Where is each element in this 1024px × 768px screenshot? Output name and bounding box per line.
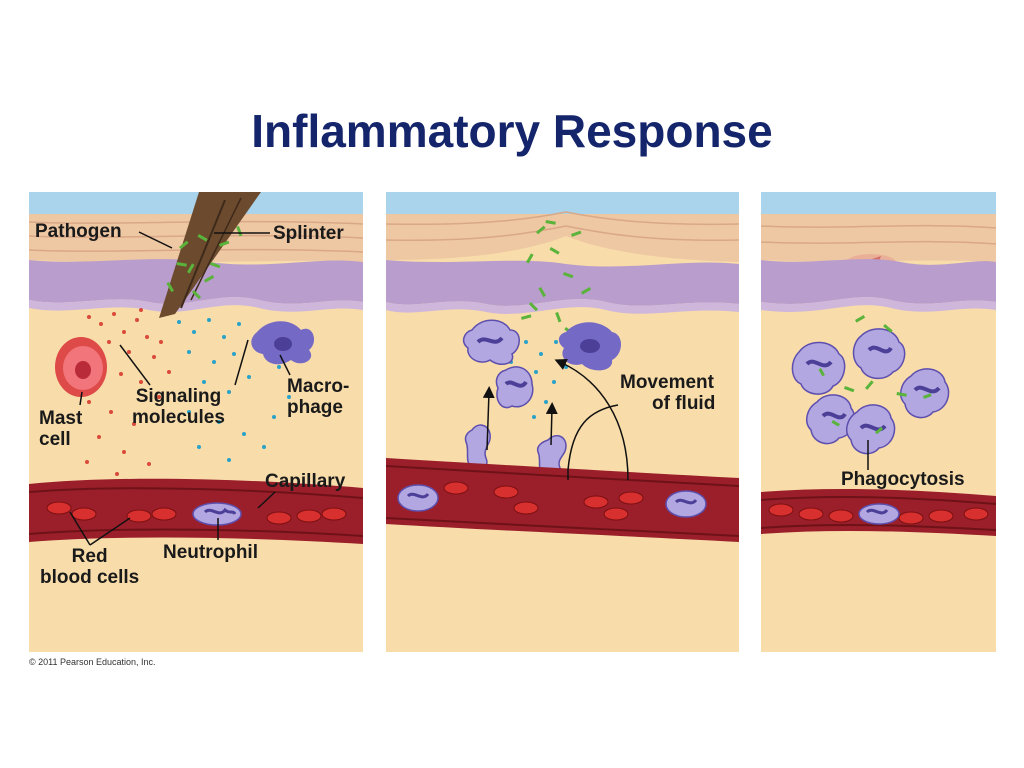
label-splinter: Splinter (273, 223, 344, 244)
label-pathogen: Pathogen (35, 221, 122, 242)
slide-title: Inflammatory Response (251, 105, 773, 157)
label-movement-of-fluid: Movement of fluid (620, 372, 715, 414)
panel-phagocytosis-illustration (761, 192, 996, 652)
label-neutrophil: Neutrophil (163, 542, 258, 563)
label-macrophage-line2: phage (287, 397, 343, 418)
panel-injury (29, 192, 363, 652)
label-macrophage: Macro- phage (287, 376, 349, 418)
label-signaling-molecules: Signaling molecules (132, 386, 225, 428)
panel-migration (386, 192, 739, 652)
label-red-line1: Red (71, 546, 108, 567)
panel-migration-illustration (386, 192, 739, 652)
copyright-notice: © 2011 Pearson Education, Inc. (29, 657, 156, 667)
label-capillary: Capillary (265, 471, 346, 492)
label-mast-cell: Mast cell (39, 408, 82, 450)
label-fluid-line1: Movement (620, 372, 714, 393)
label-mast-line2: cell (39, 429, 71, 450)
panel-phagocytosis (761, 192, 996, 652)
label-red-blood-cells: Red blood cells (40, 546, 139, 588)
label-mast-line1: Mast (39, 408, 83, 429)
label-red-line2: blood cells (40, 567, 140, 588)
label-fluid-line2: of fluid (652, 393, 716, 414)
panel-injury-illustration (29, 192, 363, 652)
label-phagocytosis: Phagocytosis (841, 469, 965, 490)
label-signaling-line2: molecules (132, 407, 225, 428)
label-signaling-line1: Signaling (135, 386, 222, 407)
label-macrophage-line1: Macro- (287, 376, 350, 397)
